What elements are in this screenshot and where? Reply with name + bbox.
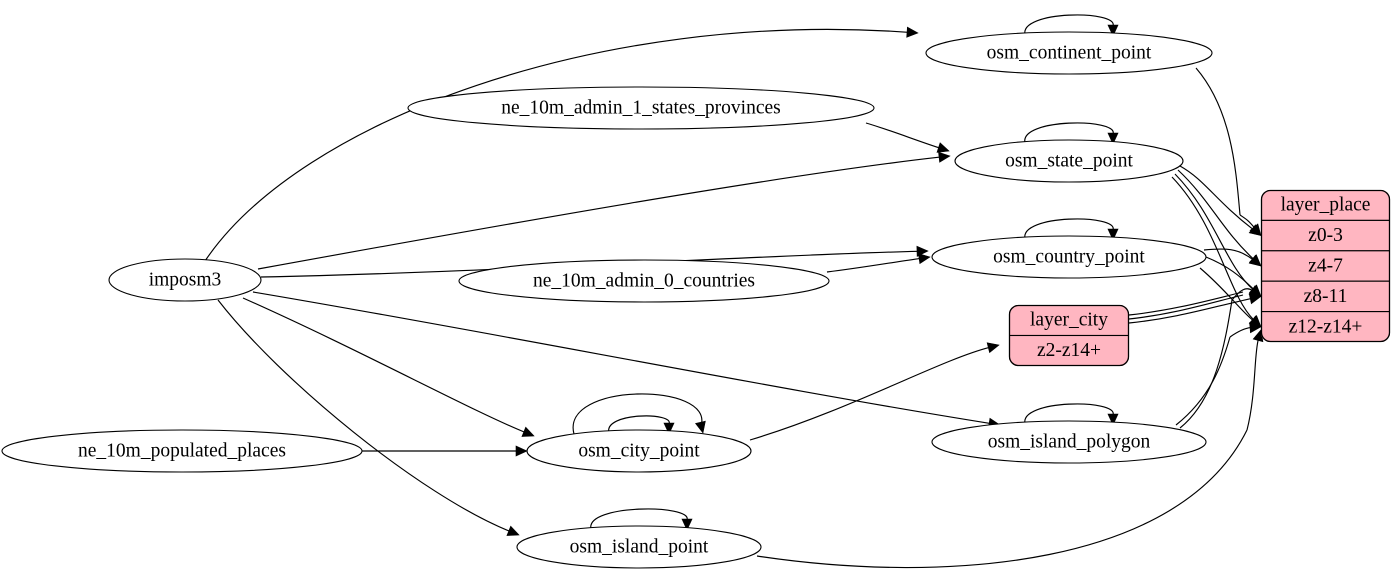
node-shape-ellipse <box>931 420 1207 464</box>
node-label: osm_state_point <box>1005 150 1133 171</box>
node-shape-ellipse <box>516 525 762 569</box>
edge-arrowhead <box>681 518 693 531</box>
edge-osm-country-point-to-layer-place-z4-7 <box>1203 248 1254 261</box>
node-shape-ellipse <box>954 139 1184 183</box>
edge-imposm3-to-osm-island-point <box>217 299 510 532</box>
edge-arrowhead <box>1107 228 1119 241</box>
edge-ne-admin0-to-osm-country-point <box>826 257 921 273</box>
node-label: osm_island_polygon <box>988 431 1151 452</box>
node-ne-10m-admin-1-states-provinces[interactable]: ne_10m_admin_1_states_provinces <box>407 86 875 130</box>
node-label: osm_city_point <box>578 440 700 461</box>
node-osm-island-point[interactable]: osm_island_point <box>516 525 762 569</box>
node-osm-island-polygon[interactable]: osm_island_polygon <box>931 420 1207 464</box>
record-header-label: layer_city <box>1030 310 1108 331</box>
edge-arrowhead <box>695 420 706 434</box>
edge <box>756 429 1248 569</box>
edge <box>1195 67 1241 216</box>
edge-arrowhead <box>938 151 951 163</box>
edges-layer <box>204 14 1264 569</box>
node-label: imposm3 <box>149 269 222 290</box>
edge-osm-state-point-to-layer-place-z12-z14+ <box>1171 176 1255 321</box>
self-loop-osm-country-point <box>1024 218 1114 240</box>
node-label: osm_continent_point <box>987 42 1152 63</box>
edge-osm-city-point-to-layer-city-z2-z14+ <box>749 346 990 441</box>
node-label: osm_island_point <box>570 536 709 557</box>
self-loop-osm-island-polygon <box>1024 403 1114 425</box>
edge-arrowhead <box>1107 413 1119 426</box>
edge-arrowhead <box>1107 24 1119 37</box>
edge-arrowhead <box>506 525 520 536</box>
edge-arrowhead <box>1249 322 1262 334</box>
edge-arrowhead <box>936 142 950 153</box>
edge <box>1175 336 1231 426</box>
edge-osm-island-point-to-layer-place-z12-z14+ <box>1246 339 1259 431</box>
edge <box>1128 294 1244 320</box>
nodes-layer: imposm3 ne_10m_populated_places ne_10m_adm… <box>1 31 1391 569</box>
record-outline <box>1260 189 1391 343</box>
record-row-label: z4-7 <box>1308 255 1343 276</box>
record-row-cell[interactable] <box>1261 280 1390 313</box>
edge-imposm3-to-osm-continent-point <box>204 28 909 262</box>
edge-osm-state-point-to-layer-place-z8-11 <box>1174 173 1254 291</box>
node-label: osm_country_point <box>993 246 1145 267</box>
node-shape-ellipse <box>931 235 1207 279</box>
edge-arrowhead <box>918 253 931 265</box>
edge-osm-country-point-to-layer-place-z12-z14+ <box>1199 267 1254 322</box>
record-header-label: layer_place <box>1281 195 1371 216</box>
node-osm-country-point[interactable]: osm_country_point <box>931 235 1207 279</box>
edge-arrowhead <box>1107 132 1119 145</box>
edge <box>1128 291 1244 316</box>
edge <box>1179 299 1233 429</box>
node-ne-10m-admin-0-countries[interactable]: ne_10m_admin_0_countries <box>458 259 830 303</box>
node-shape-ellipse <box>108 258 262 302</box>
node-osm-state-point[interactable]: osm_state_point <box>954 139 1184 183</box>
edge-osm-state-point-to-layer-place-z0-3 <box>1179 165 1254 230</box>
node-ne-10m-populated-places[interactable]: ne_10m_populated_places <box>1 429 363 473</box>
edge-layer-city-to-layer-place-z8-11 <box>1128 297 1252 324</box>
edge-arrowhead <box>1248 293 1262 305</box>
self-loop-osm-city-point-inner <box>608 415 670 434</box>
node-shape-ellipse <box>925 31 1213 75</box>
record-row-cell[interactable] <box>1261 311 1390 342</box>
self-loop-osm-city-point-outer <box>572 393 703 435</box>
record-node-layer-place[interactable]: layer_place z0-3 z4-7 z8-11 z12-z14+ <box>1260 189 1391 343</box>
self-loop-osm-island-point <box>590 508 688 530</box>
record-row-label: z0-3 <box>1308 225 1343 246</box>
node-shape-ellipse <box>407 86 875 130</box>
record-row-label: z12-z14+ <box>1289 316 1363 337</box>
node-imposm3[interactable]: imposm3 <box>108 258 262 302</box>
record-row-cell[interactable] <box>1009 334 1129 367</box>
node-label: ne_10m_admin_0_countries <box>533 270 755 291</box>
edge-imposm3-to-osm-city-point <box>242 297 525 433</box>
record-row-cell[interactable] <box>1261 250 1390 282</box>
edge-osm-state-point-to-layer-place-z4-7 <box>1177 169 1255 260</box>
node-shape-ellipse <box>1 429 363 473</box>
self-loop-osm-state-point <box>1024 122 1114 144</box>
record-row-label: z8-11 <box>1304 286 1348 307</box>
edge-arrowhead <box>521 426 535 437</box>
edge-osm-continent-point-to-layer-place-z0-3 <box>1239 214 1256 229</box>
edge-arrowhead <box>1248 254 1262 267</box>
edge-arrowhead <box>1248 224 1262 237</box>
edge-arrowhead <box>906 26 919 38</box>
node-osm-continent-point[interactable]: osm_continent_point <box>925 31 1213 75</box>
edge-ne-admin1-to-osm-state-point <box>865 122 940 149</box>
edge-imposm3-to-osm-state-point <box>257 156 941 270</box>
edge-arrowhead <box>986 342 1000 354</box>
node-osm-city-point[interactable]: osm_city_point <box>526 429 752 473</box>
self-loop-osm-continent-point <box>1024 14 1114 36</box>
edge-osm-island-polygon-to-layer-place-z12-z14+ <box>1229 327 1252 338</box>
edge-osm-country-point-to-layer-place-z8-11 <box>1205 256 1255 290</box>
record-row-label: z2-z14+ <box>1037 340 1101 361</box>
edge-arrowhead <box>515 445 528 457</box>
node-label: ne_10m_populated_places <box>78 440 286 461</box>
record-outline <box>1008 304 1130 367</box>
edge-imposm3-to-osm-island-polygon <box>252 291 991 424</box>
node-shape-ellipse <box>458 259 830 303</box>
node-shape-ellipse <box>526 429 752 473</box>
node-label: ne_10m_admin_1_states_provinces <box>501 97 780 118</box>
record-node-layer-city[interactable]: layer_city z2-z14+ <box>1008 304 1130 367</box>
edge-arrowhead <box>663 422 675 435</box>
